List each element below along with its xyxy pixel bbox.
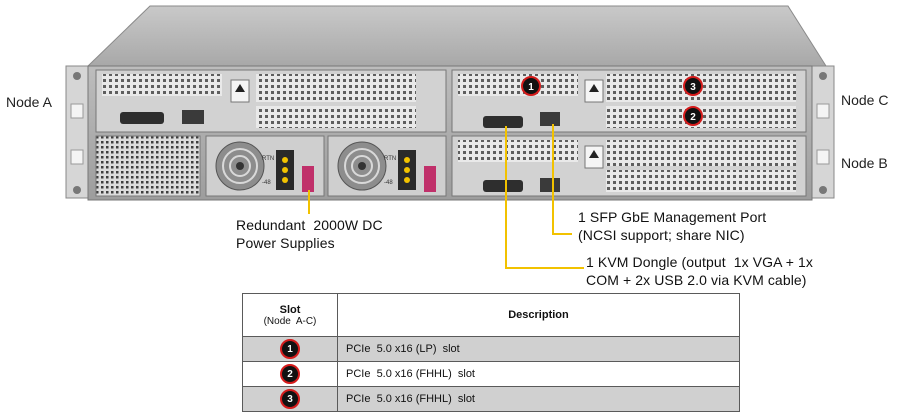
node-c-label: Node C <box>841 92 889 108</box>
svg-text:2: 2 <box>690 112 696 123</box>
power-supply-callout-line-2: Power Supplies <box>236 235 335 251</box>
psu-2-rtn-label: RTN <box>384 156 396 162</box>
pcie-slot-table: Slot (Node A-C) Description 1 PCIe 5.0 x… <box>242 293 740 412</box>
node-c-tray <box>451 69 807 133</box>
fan-grille <box>95 135 201 197</box>
server-chassis-illustration: RTN -48 RTN -48 1 3 2 <box>65 5 835 201</box>
slot-badge-3: 3 <box>280 389 300 409</box>
slot-column-subheader: (Node A-C) <box>263 315 317 327</box>
svg-text:3: 3 <box>690 82 696 93</box>
node-a-tray <box>95 69 447 133</box>
slot-description: PCIe 5.0 x16 (FHHL) slot <box>337 361 740 387</box>
chassis-badge-3: 3 <box>683 76 703 96</box>
node-a-label: Node A <box>6 94 52 110</box>
table-row: 2 PCIe 5.0 x16 (FHHL) slot <box>242 361 740 387</box>
slot-badge-2: 2 <box>280 364 300 384</box>
psu-2-48-label: -48 <box>384 180 393 186</box>
description-column-header: Description <box>337 293 740 337</box>
chassis-badge-2: 2 <box>683 106 703 126</box>
kvm-dongle-callout-line-1: 1 KVM Dongle (output 1x VGA + 1x <box>586 254 814 270</box>
kvm-leader-line <box>505 126 584 269</box>
kvm-dongle-callout-line-2: COM + 2x USB 2.0 via KVM cable) <box>586 272 807 288</box>
psu-2 <box>327 135 447 197</box>
power-supply-callout: Redundant 2000W DC Power Supplies <box>236 216 383 252</box>
slot-column-header: Slot (Node A-C) <box>242 293 338 337</box>
psu-1-rtn-label: RTN <box>262 156 274 162</box>
sfp-port-callout-line-1: 1 SFP GbE Management Port <box>578 209 767 225</box>
psu-1 <box>205 135 325 197</box>
sfp-port-callout: 1 SFP GbE Management Port (NCSI support;… <box>578 208 766 244</box>
table-row: 3 PCIe 5.0 x16 (FHHL) slot <box>242 386 740 412</box>
kvm-dongle-callout: 1 KVM Dongle (output 1x VGA + 1x COM + 2… <box>586 253 813 289</box>
slot-badge-1: 1 <box>280 339 300 359</box>
slot-description: PCIe 5.0 x16 (LP) slot <box>337 336 740 362</box>
node-b-tray <box>451 135 807 197</box>
chassis-badge-1: 1 <box>521 76 541 96</box>
table-header-row: Slot (Node A-C) Description <box>242 293 740 337</box>
psu-1-48-label: -48 <box>262 180 271 186</box>
power-supply-callout-line-1: Redundant 2000W DC <box>236 217 383 233</box>
sfp-port-callout-line-2: (NCSI support; share NIC) <box>578 227 745 243</box>
svg-text:1: 1 <box>528 82 534 93</box>
callout-leader-lines <box>308 124 584 269</box>
table-row: 1 PCIe 5.0 x16 (LP) slot <box>242 336 740 362</box>
node-b-label: Node B <box>841 155 888 171</box>
slot-description: PCIe 5.0 x16 (FHHL) slot <box>337 386 740 412</box>
sfp-leader-line <box>552 124 572 235</box>
